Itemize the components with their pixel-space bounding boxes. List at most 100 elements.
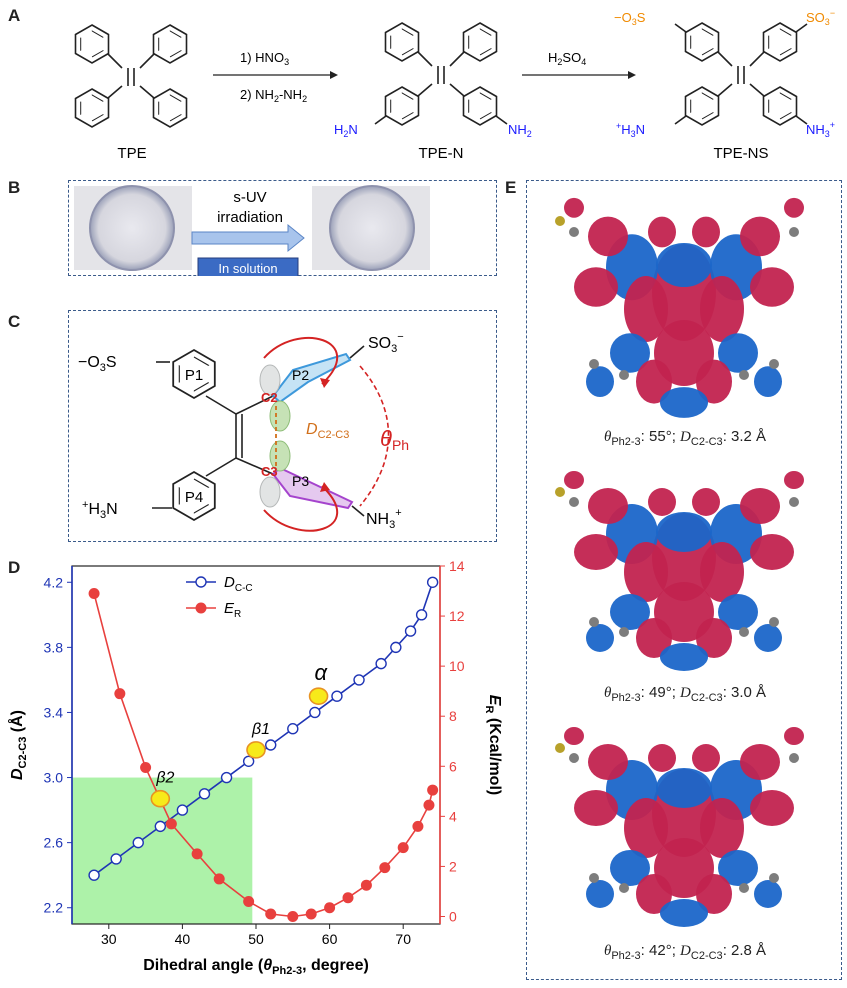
x-axis-label: Dihedral angle (θPh2-3, degree) [143,957,369,977]
y-right-tick-label: 14 [449,558,465,574]
legend-label-er: ER [224,600,241,620]
panel-label-e: E [505,178,517,197]
rotation-arrow-bottom [263,485,339,532]
series-point-er [423,799,435,811]
right-ammonium-label: NH3+ [366,507,402,531]
left-sulfo-label: −O3S [78,354,117,374]
x-tick-label: 60 [322,931,338,947]
panel-label-a: A [8,6,21,25]
series-point-dcc [265,739,277,751]
orbital-lobe [718,594,758,630]
tpe-label: TPE [117,145,146,162]
orbital-lobe [648,744,676,772]
series-point-er [140,762,152,774]
orbital-lobe [574,534,618,570]
y-right-tick-label: 4 [449,808,457,824]
process-arrow [191,223,305,253]
y-left-tick-label: 3.4 [44,704,64,720]
orbital-lobe [636,359,672,404]
orbital-lobe [564,197,584,218]
step1-reagent-2: 2) NH2-NH2 [240,87,307,104]
tpe-ns-ammonium-left: +H3N [616,121,645,139]
series-point-er [265,908,277,920]
orbital-lobe [660,899,708,927]
orbital-lobe [656,243,712,287]
y-left-tick-label: 2.2 [44,900,64,916]
orbital-lobe [624,276,668,342]
tpe-n-amine-left: H2N [334,122,358,139]
x-tick-label: 40 [175,931,191,947]
atom-sphere [569,227,579,237]
series-point-er [360,879,372,891]
series-point-dcc [390,641,402,654]
atom-sphere [769,359,779,369]
series-point-dcc [375,657,387,670]
orbital-lobe [648,488,676,516]
tpe-ns-sulfo-right: SO3− [806,8,835,27]
orbital-lobe [656,768,712,808]
ring-p4-label: P4 [185,489,203,506]
y-right-tick-label: 2 [449,858,457,874]
series-point-dcc [220,771,233,784]
c2-label: C2 [261,390,278,405]
reaction-scheme: TPE 1) HNO3 2) NH2-NH2 H2N NH2 TPE-N H2S… [74,8,835,162]
rotation-arrow-top [263,336,339,385]
series-point-er [114,688,126,700]
tpe-ns-sulfo-left: −O3S [614,10,646,27]
orbital-lobe [740,744,780,780]
sulfur-atom [555,743,565,753]
legend-marker-er [195,602,207,614]
orbital-lobe [564,727,584,745]
marker-label: α [315,660,329,685]
orbital-lobe [648,216,676,248]
atom-sphere [789,753,799,763]
orbital-caption-3: θPh2-3: 42°; DC2-C3: 2.8 Å [603,942,767,962]
orbital-lobe [586,880,614,908]
orbital-caption-2: θPh2-3: 49°; DC2-C3: 3.0 Å [603,684,767,704]
panel-b-graphic: s-UV irradiation In solution [74,185,430,276]
sulfur-atom [555,216,565,226]
y-right-tick-label: 8 [449,708,457,724]
x-tick-label: 50 [248,931,264,947]
ring-p3-label: P3 [292,473,309,489]
orbital-lobe [750,790,794,826]
orbital-lobe [692,216,720,248]
panel-e-frame [526,180,842,980]
atom-sphere [619,370,629,380]
theta-label: θPh [380,426,409,453]
series-point-er [191,848,203,860]
tpe-n-molecule [374,22,508,126]
series-point-er [287,910,299,922]
y-left-tick-label: 2.6 [44,835,64,851]
c3-label: C3 [261,464,278,479]
orbital-lobe [624,798,668,858]
y-left-tick-label: 3.0 [44,770,64,786]
y-right-axis-label: ER (Kcal/mol) [483,695,503,795]
tpe-ns-label: TPE-NS [713,145,768,162]
orbital-lobe [718,850,758,886]
orbital-lobe [754,366,782,397]
step2-reagent: H2SO4 [548,50,586,67]
series-point-dcc [309,706,321,719]
sulfur-atom [555,487,565,497]
orbital-lobe [784,471,804,489]
legend-marker-dcc [195,576,207,588]
atom-sphere [589,359,599,369]
atom-sphere [619,883,629,893]
orbital-lobe [636,874,672,914]
orbital-lobe [700,542,744,602]
series-point-dcc [404,625,417,637]
left-ammonium-label: +H3N [82,499,118,521]
tpe-molecule [74,24,188,128]
ring-p2 [271,352,352,404]
dihedral-arc [359,365,390,507]
panel-label-c: C [8,312,21,331]
atom-sphere [789,227,799,237]
orbital-lobe [754,880,782,908]
orbital-lobe [692,488,720,516]
atom-sphere [589,873,599,883]
series-point-dcc [176,804,189,816]
series-point-dcc [242,755,255,767]
orbital-lobe [740,488,780,524]
